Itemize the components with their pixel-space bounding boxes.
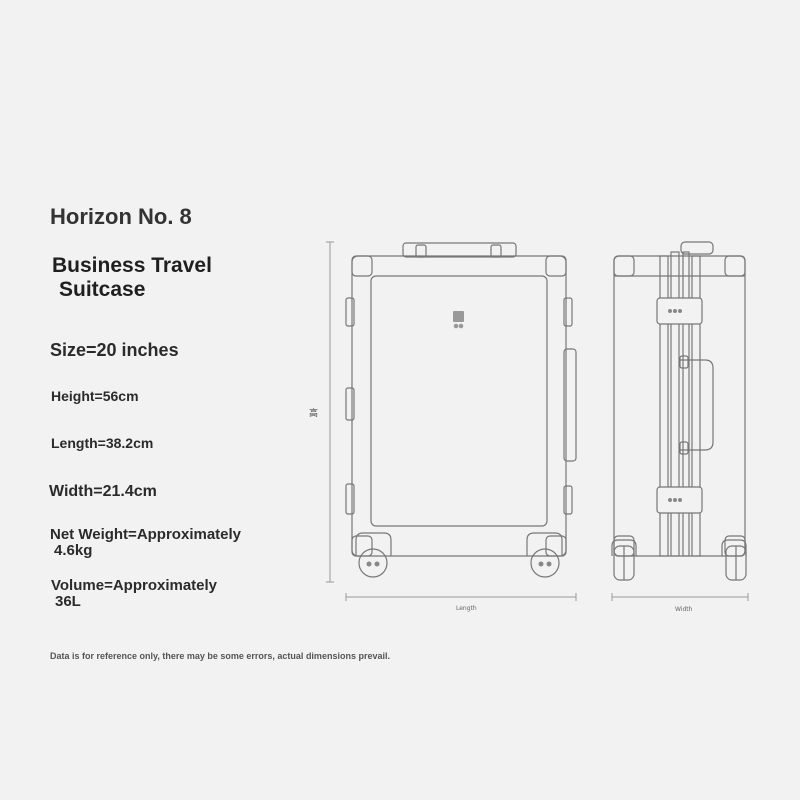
disclaimer-note: Data is for reference only, there may be… [50,651,390,661]
suitcase-side-view [611,241,747,581]
suitcase-front-view [345,242,577,578]
spec-size: Size=20 inches [50,340,179,360]
length-dimension-label: Length [456,605,477,612]
spec-net-weight-label: Net Weight=Approximately [50,526,242,543]
height-dimension-line [326,241,334,583]
width-dimension-label: Width [675,606,693,613]
product-title-line-1: Business Travel [52,254,212,277]
length-dimension-line [345,593,577,601]
brand-logo-icon [453,311,464,329]
spec-width: Width=21.4cm [49,483,157,500]
spec-height: Height=56cm [51,388,139,404]
width-dimension-line [611,593,749,601]
brand-title: Horizon No. 8 [50,204,192,229]
spec-volume-label: Volume=Approximately [51,577,218,594]
height-dimension-label: 高 [309,409,319,419]
spec-net-weight-value: 4.6kg [54,542,93,559]
product-title-line-2: Suitcase [59,278,146,301]
spec-volume-value: 36L [55,593,81,610]
spec-length: Length=38.2cm [51,435,154,451]
